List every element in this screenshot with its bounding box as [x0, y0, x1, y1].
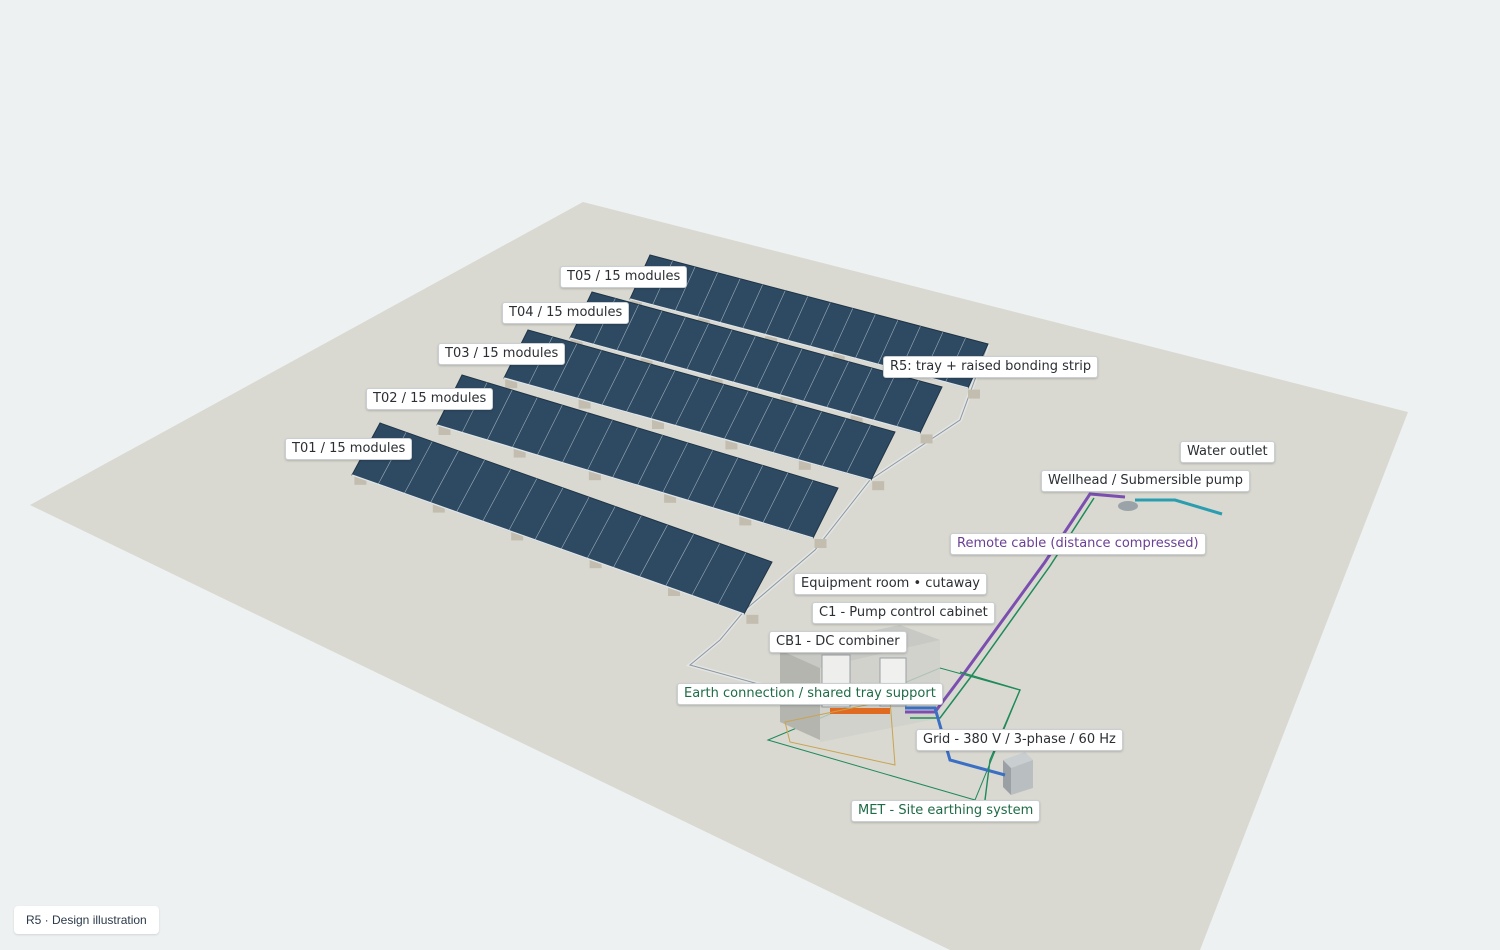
- solar-array-t01: [351, 422, 773, 624]
- label-met-earthing: MET - Site earthing system: [851, 800, 1041, 822]
- label-remote-cable: Remote cable (distance compressed): [950, 533, 1206, 555]
- label-array-t05: T05 / 15 modules: [560, 266, 688, 288]
- label-array-t02: T02 / 15 modules: [366, 388, 494, 410]
- label-pump-control-cabinet: C1 - Pump control cabinet: [812, 602, 995, 624]
- label-array-t04: T04 / 15 modules: [502, 302, 630, 324]
- label-array-t03: T03 / 15 modules: [438, 343, 566, 365]
- wellhead-model: [1118, 501, 1138, 511]
- grid-transformer-model: [1003, 752, 1033, 795]
- cable-tray: [685, 343, 990, 692]
- water-pipe: [1135, 498, 1223, 516]
- label-array-t01: T01 / 15 modules: [285, 438, 413, 460]
- label-r5-tray: R5: tray + raised bonding strip: [883, 356, 1099, 378]
- label-water-outlet: Water outlet: [1180, 441, 1275, 463]
- design-illustration-badge: R5 · Design illustration: [14, 906, 159, 934]
- earth-conductor: [959, 671, 1021, 801]
- label-earth-connection: Earth connection / shared tray support: [677, 683, 943, 705]
- label-dc-combiner: CB1 - DC combiner: [769, 631, 907, 653]
- label-equipment-room: Equipment room • cutaway: [794, 573, 988, 595]
- label-grid: Grid - 380 V / 3-phase / 60 Hz: [916, 729, 1123, 751]
- label-wellhead: Wellhead / Submersible pump: [1041, 470, 1250, 492]
